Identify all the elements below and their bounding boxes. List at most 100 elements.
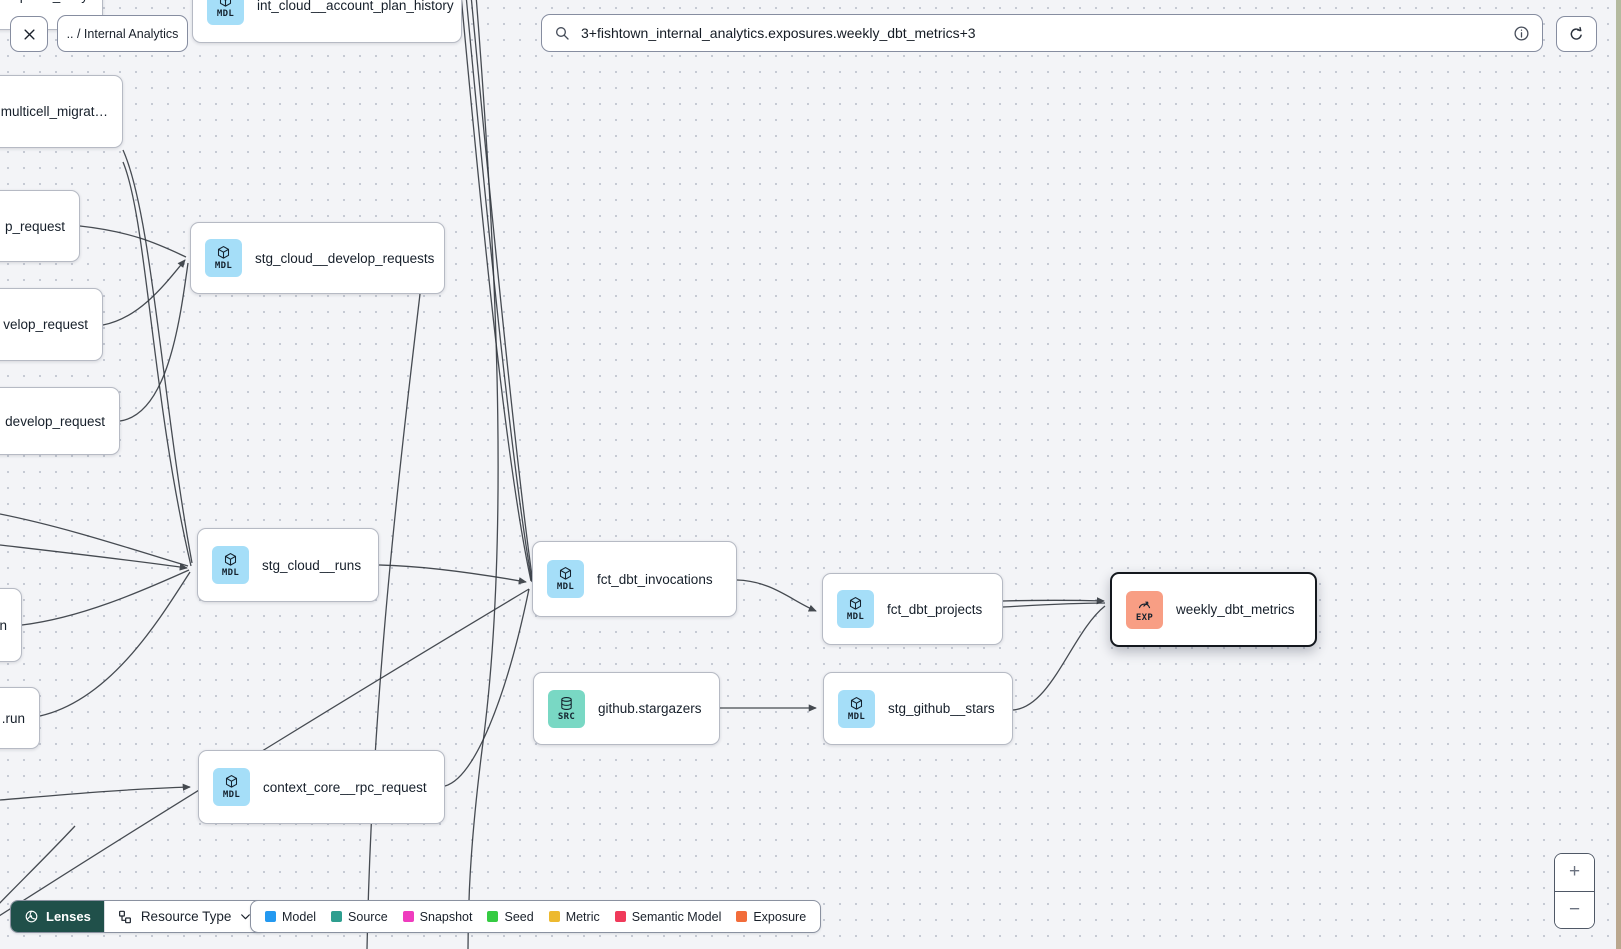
- graph-node-multicell_migrat[interactable]: multicell_migrat…: [0, 75, 123, 148]
- model-badge: MDL: [547, 560, 584, 598]
- graph-node-run_node[interactable]: .run: [0, 687, 40, 749]
- resource-type-label: Resource Type: [140, 909, 232, 924]
- legend-label: Exposure: [753, 909, 807, 924]
- lineage-edge: [366, 293, 421, 949]
- close-icon: [23, 28, 35, 40]
- graph-node-context_core__rpc_request[interactable]: MDL context_core__rpc_request: [198, 750, 445, 824]
- node-label: int_cloud__account_plan_history: [257, 0, 454, 13]
- legend-swatch: [614, 911, 626, 922]
- legend-swatch: [548, 911, 560, 922]
- legend-swatch: [402, 911, 414, 922]
- graph-node-n_node[interactable]: n: [0, 588, 22, 662]
- model-cube-icon: [217, 246, 230, 259]
- breadcrumb[interactable]: .. / Internal Analytics: [57, 15, 188, 52]
- lineage-edge: [0, 544, 188, 571]
- zoom-out-button[interactable]: −: [1555, 891, 1594, 928]
- lineage-edge: [102, 259, 186, 326]
- lenses-label: Lenses: [46, 909, 91, 924]
- graph-node-stg_cloud__runs[interactable]: MDL stg_cloud__runs: [197, 528, 379, 602]
- model-badge: MDL: [838, 689, 875, 728]
- lineage-edge: [21, 569, 190, 626]
- lineage-edge: [122, 161, 192, 567]
- lineage-edge: [378, 564, 527, 585]
- model-cube-icon: [225, 775, 238, 788]
- lenses-button[interactable]: Lenses: [11, 901, 104, 932]
- node-label: develop_request: [5, 413, 105, 429]
- model-cube-icon: [849, 597, 862, 610]
- graph-node-p_request[interactable]: p_request: [0, 190, 80, 262]
- lineage-edge: [467, 0, 499, 949]
- badge-code: SRC: [557, 711, 576, 722]
- resource-type-dropdown[interactable]: Resource Type: [103, 901, 266, 932]
- badge-code: MDL: [847, 711, 866, 722]
- node-label: stg_cloud__runs: [262, 557, 362, 573]
- model-cube-icon: [219, 0, 232, 7]
- close-button[interactable]: [10, 16, 48, 52]
- source-database-icon: [561, 696, 572, 710]
- graph-node-stg_github__stars[interactable]: MDL stg_github__stars: [823, 672, 1013, 745]
- model-badge: MDL: [207, 0, 244, 25]
- node-label: stg_cloud__develop_requests: [255, 250, 435, 266]
- model-badge: MDL: [212, 546, 249, 584]
- legend-label: Semantic Model: [631, 909, 722, 924]
- legend-item-metric: Metric: [548, 910, 600, 924]
- zoom-control: + −: [1554, 853, 1595, 929]
- node-label: velop_request: [3, 317, 88, 332]
- graph-node-github.stargazers[interactable]: SRC github.stargazers: [533, 672, 720, 745]
- model-cube-icon: [224, 553, 237, 566]
- graph-node-weekly_dbt_metrics[interactable]: EXP weekly_dbt_metrics: [1110, 572, 1317, 647]
- graph-node-int_cloud__account_plan_history[interactable]: MDL int_cloud__account_plan_history: [192, 0, 462, 43]
- lenses-icon: [25, 910, 38, 923]
- node-label: .run: [1, 710, 25, 726]
- search-input[interactable]: [579, 24, 1504, 42]
- legend-item-snapshot: Snapshot: [402, 910, 472, 924]
- badge-code: MDL: [556, 582, 575, 592]
- search-bar[interactable]: [541, 14, 1543, 52]
- lineage-edge: [79, 225, 187, 258]
- refresh-icon: [1570, 26, 1582, 40]
- lineage-edge: [39, 571, 191, 717]
- node-label: n: [0, 617, 7, 633]
- node-label: multicell_migrat…: [0, 104, 108, 119]
- legend-swatch: [331, 911, 343, 922]
- model-badge: MDL: [837, 590, 874, 628]
- legend-item-semantic-model: Semantic Model: [614, 909, 722, 924]
- exposure-badge: EXP: [1126, 590, 1163, 629]
- legend-swatch: [487, 911, 499, 922]
- node-label: context_core__rpc_request: [263, 779, 427, 795]
- lineage-edge: [1012, 605, 1106, 711]
- search-icon: [556, 27, 569, 40]
- legend-label: Seed: [504, 909, 534, 924]
- badge-code: MDL: [222, 790, 241, 800]
- lineage-edge: [444, 588, 530, 787]
- graph-node-velop_request[interactable]: velop_request: [0, 288, 103, 361]
- graph-node-fct_dbt_projects[interactable]: MDL fct_dbt_projects: [822, 573, 1003, 645]
- lineage-edge: [465, 0, 533, 583]
- source-badge: SRC: [548, 689, 585, 728]
- lineage-edge: [0, 588, 530, 917]
- badge-code: MDL: [216, 8, 235, 19]
- zoom-in-button[interactable]: +: [1555, 854, 1594, 892]
- node-label: stg_github__stars: [888, 701, 995, 716]
- refresh-button[interactable]: [1556, 16, 1597, 52]
- badge-code: MDL: [846, 612, 865, 622]
- info-icon[interactable]: [1513, 25, 1530, 42]
- node-label: fct_dbt_projects: [887, 601, 983, 617]
- legend-label: Model: [282, 909, 317, 924]
- node-label: p_request: [4, 218, 65, 234]
- lineage-edge: [736, 579, 817, 612]
- graph-node-develop_request[interactable]: develop_request: [0, 387, 120, 455]
- model-cube-icon: [559, 567, 572, 580]
- legend-swatch: [265, 911, 276, 922]
- legend-item-exposure: Exposure: [736, 910, 806, 924]
- lineage-edge: [1002, 602, 1106, 608]
- badge-code: EXP: [1135, 612, 1154, 623]
- legend-item-source: Source: [331, 910, 388, 924]
- node-label: github.stargazers: [598, 701, 702, 716]
- node-label: weekly_dbt_metrics: [1176, 602, 1295, 617]
- breadcrumb-label: .. / Internal Analytics: [66, 26, 179, 41]
- legend-item-seed: Seed: [487, 909, 534, 924]
